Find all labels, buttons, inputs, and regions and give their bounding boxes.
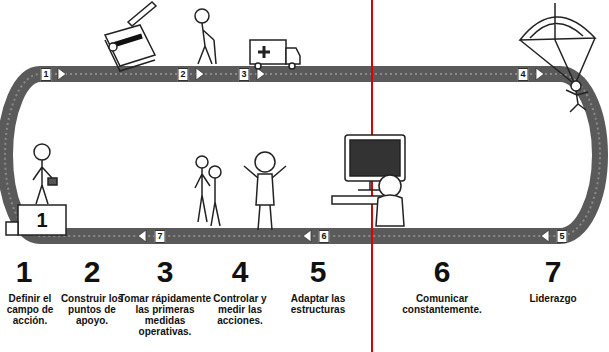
step-number: 5 <box>310 256 327 288</box>
track-arrows <box>58 68 549 242</box>
callout-number: 5 <box>556 230 567 243</box>
podium-number: 1 <box>36 209 47 231</box>
step-text: Construir los puntos de apoyo. <box>60 293 124 326</box>
step-text: Definir el campo de acción. <box>4 293 56 326</box>
loop-track <box>5 74 600 236</box>
step-text: Comunicar constantemente. <box>400 293 484 315</box>
step-number: 2 <box>84 256 101 288</box>
step-text: Tomar rápidamente las primeras medidas o… <box>117 293 213 337</box>
step-number: 3 <box>157 256 174 288</box>
step-number: 1 <box>16 256 33 288</box>
callout-number: 1 <box>40 68 51 81</box>
step-text: Liderazgo <box>523 293 583 304</box>
callout-number: 7 <box>154 230 165 243</box>
step-number: 7 <box>545 256 562 288</box>
track-texture <box>5 74 600 236</box>
callout-number: 6 <box>318 230 329 243</box>
step-text: Controlar y medir las acciones. <box>211 293 269 326</box>
figures <box>6 2 595 235</box>
callout-number: 3 <box>238 68 249 81</box>
callout-number: 4 <box>517 68 528 81</box>
callout-number: 2 <box>177 68 188 81</box>
step-text: Adaptar las estructuras <box>289 293 347 315</box>
step-number: 4 <box>232 256 249 288</box>
step-number: 6 <box>434 256 451 288</box>
